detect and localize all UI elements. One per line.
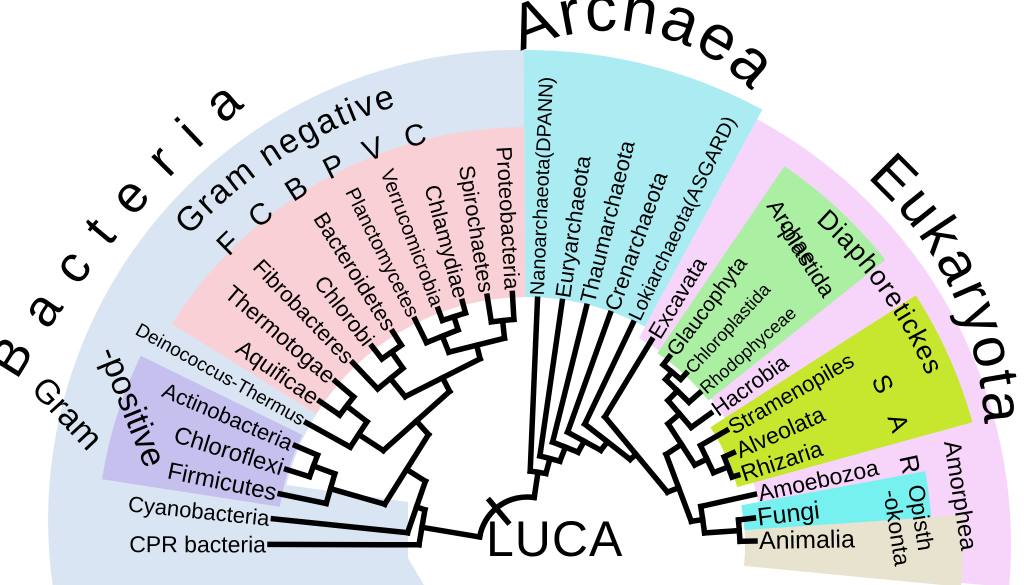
root-label-luca: LUCA — [486, 511, 623, 567]
stem-A0 — [531, 469, 542, 501]
stem-Diaph — [662, 440, 686, 459]
stem-B0 — [418, 524, 483, 541]
branch-planctomycetes — [411, 315, 431, 347]
branch-excavata — [601, 336, 656, 421]
wedge-sar — [710, 295, 973, 488]
branch-nanoarchaeota-dpann — [527, 296, 541, 474]
branch-thermotogae — [331, 377, 358, 401]
stem-AqTh — [342, 402, 371, 426]
branch-crenarchaeota — [564, 309, 614, 436]
branch-firmicutes — [276, 490, 330, 507]
wedge-archaea — [523, 49, 763, 327]
branch-hacrobia — [687, 409, 715, 432]
branch-chloroflexi — [283, 466, 313, 481]
stem-Rest — [412, 417, 433, 439]
stem-SP — [499, 317, 508, 342]
branch-euryarchaeota — [536, 298, 566, 460]
wedge-eukaryota — [638, 119, 1012, 585]
branch-deinococcus-thermus — [302, 419, 355, 451]
branch-aquificae — [316, 397, 344, 419]
branch-cyanobacteria — [270, 515, 411, 536]
root-arc — [476, 494, 538, 541]
tree-layer — [267, 290, 758, 548]
clade-wedge-layer — [48, 49, 1012, 585]
branch-proteobacteria — [509, 290, 517, 323]
wedge-gram-negative — [172, 127, 526, 414]
leaf-label-animalia: Animalia — [759, 525, 855, 555]
wedge-opisthokonta-fungi — [741, 471, 932, 531]
wedge-animalia — [744, 515, 964, 585]
wedge-gram-positive — [102, 355, 303, 507]
branch-spirochaetes — [484, 293, 495, 325]
stem-CA — [309, 462, 339, 478]
stem-Opistho — [701, 527, 743, 536]
stem-B2 — [402, 465, 430, 485]
wedge-archaeplastida — [657, 166, 886, 401]
branch-actinobacteria — [291, 442, 322, 459]
stem-Deino — [354, 430, 388, 455]
branch-thaumarchaeota — [549, 302, 590, 446]
stem-GP — [327, 485, 389, 508]
branch-lokiarchaeota-asgard — [581, 319, 637, 428]
stem-CB — [387, 348, 407, 373]
leaf-label-cpr-bacteria: CPR bacteria — [129, 531, 266, 557]
branch-fibrobacteres — [349, 358, 382, 393]
branch-amoebozoa — [697, 491, 758, 510]
root-stub — [485, 496, 512, 526]
stem-FCB — [386, 374, 410, 401]
branch-stramenopiles — [696, 426, 731, 450]
stem-PVC — [438, 332, 453, 356]
